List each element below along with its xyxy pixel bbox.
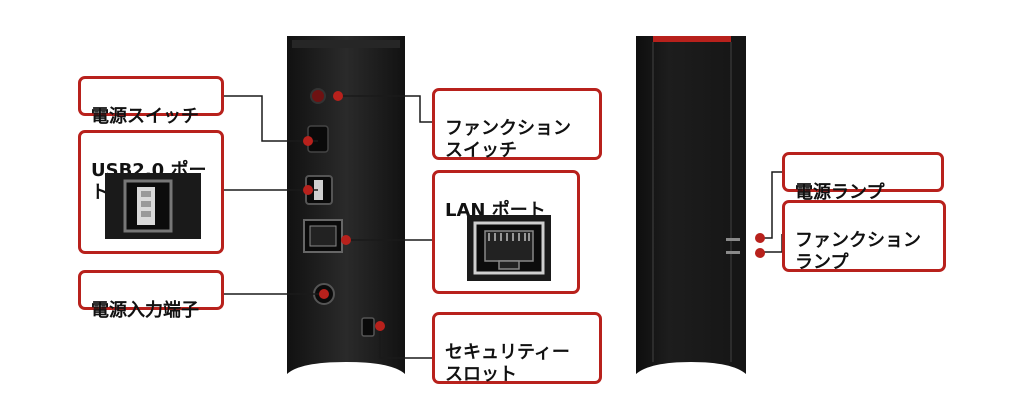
usb-port-closeup-icon [105, 173, 201, 239]
function-switch-button [310, 88, 326, 104]
function-switch-label: ファンクション スイッチ [432, 88, 602, 161]
usb-port-tongue [314, 180, 323, 200]
lan-port-label: LAN ポート [432, 170, 580, 294]
back-device-body [287, 36, 405, 374]
power-lamp [726, 238, 740, 241]
power-input-text: 電源入力端子 [91, 300, 199, 321]
power-input-label: 電源入力端子 [78, 270, 224, 321]
usb-port-label: USB2.0 ポート [78, 130, 224, 254]
power-lamp-text: 電源ランプ [795, 182, 885, 203]
security-slot [361, 317, 375, 337]
security-slot-label: セキュリティー スロット [432, 312, 602, 385]
leader-dots-back [303, 91, 385, 331]
power-switch-label: 電源スイッチ [78, 76, 224, 127]
leader-lines-back [222, 95, 432, 359]
lan-port-closeup-icon [467, 215, 551, 281]
power-lamp-label: 電源ランプ [782, 152, 944, 203]
security-slot-text: セキュリティー スロット [445, 342, 570, 385]
function-lamp-label: ファンクション ランプ [782, 200, 946, 273]
function-lamp-text: ファンクション ランプ [795, 230, 921, 273]
power-switch-text: 電源スイッチ [91, 106, 199, 127]
leader-dots-front [755, 233, 765, 258]
front-device-body [636, 36, 746, 374]
function-lamp [726, 251, 740, 254]
function-switch-text: ファンクション スイッチ [445, 118, 571, 161]
